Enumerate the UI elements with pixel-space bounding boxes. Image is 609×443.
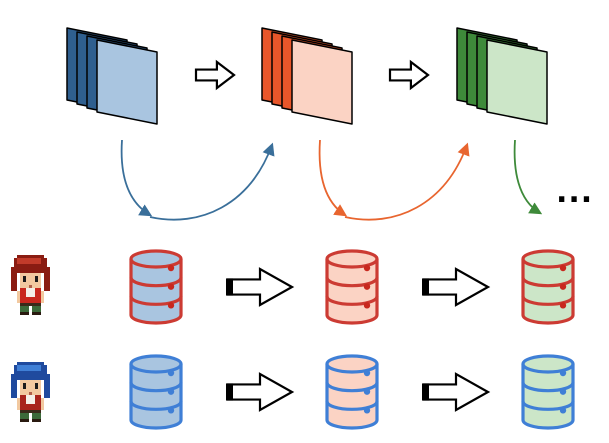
database-row1-2 bbox=[325, 249, 379, 325]
database-indicator bbox=[167, 388, 175, 395]
database-indicator bbox=[559, 302, 567, 309]
database-row1-3 bbox=[521, 249, 575, 325]
database-indicator bbox=[167, 407, 175, 414]
database-indicator bbox=[363, 302, 371, 309]
database-indicator bbox=[167, 283, 175, 290]
database-indicator bbox=[167, 302, 175, 309]
blue-haired-character bbox=[11, 362, 50, 422]
layer-panel bbox=[291, 39, 353, 125]
database-indicator bbox=[363, 369, 371, 377]
flow-down-3-arrow bbox=[513, 139, 543, 215]
flow-down-2-arrow bbox=[318, 139, 348, 217]
database-indicator bbox=[559, 407, 567, 414]
database-row2-1 bbox=[129, 354, 183, 430]
flow-up-1-arrow bbox=[149, 142, 275, 221]
layer-panel bbox=[96, 39, 158, 125]
database-indicator bbox=[363, 407, 371, 414]
flow-down-1-arrow bbox=[120, 139, 153, 217]
layer-stack-1 bbox=[66, 27, 158, 125]
database-row2-2 bbox=[325, 354, 379, 430]
database-arrow-row1-2 bbox=[422, 267, 491, 307]
layer-stack-3 bbox=[456, 27, 548, 125]
flow-up-2-arrow bbox=[344, 142, 470, 221]
red-haired-character bbox=[11, 255, 50, 315]
database-row2-3 bbox=[521, 354, 575, 430]
database-indicator bbox=[363, 388, 371, 395]
database-row1-1 bbox=[129, 249, 183, 325]
database-arrow-row2-1 bbox=[226, 372, 295, 412]
database-indicator bbox=[559, 388, 567, 395]
layer-panel bbox=[486, 39, 548, 125]
layer-stack-2 bbox=[261, 27, 353, 125]
continuation-ellipsis: ... bbox=[556, 175, 594, 210]
database-arrow-row1-1 bbox=[226, 267, 295, 307]
database-indicator bbox=[559, 264, 567, 272]
database-indicator bbox=[363, 264, 371, 272]
database-indicator bbox=[167, 264, 175, 272]
database-indicator bbox=[559, 283, 567, 290]
database-arrow-row2-2 bbox=[422, 372, 491, 412]
database-indicator bbox=[559, 369, 567, 377]
stage-arrow-1 bbox=[194, 59, 236, 91]
stage-arrow-2 bbox=[388, 59, 430, 91]
database-indicator bbox=[363, 283, 371, 290]
database-indicator bbox=[167, 369, 175, 377]
